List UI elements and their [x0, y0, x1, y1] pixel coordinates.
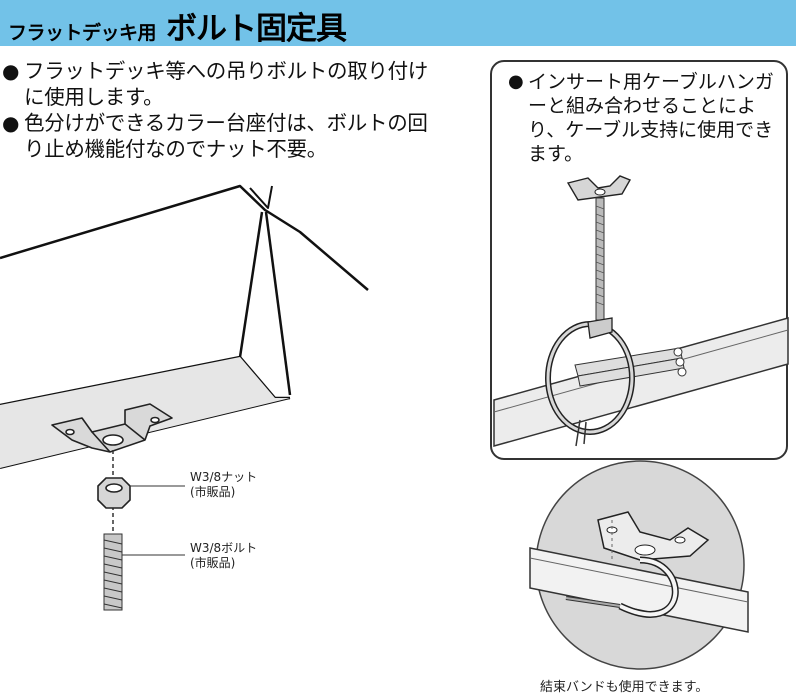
cable-hanger-illustration [493, 175, 789, 447]
product-subtitle: フラットデッキ用 [8, 22, 157, 44]
title-bar: フラットデッキ用 ボルト固定具 [0, 0, 796, 47]
nut-label-note: (市販品) [190, 485, 236, 499]
bolt-icon [103, 533, 123, 611]
callout-text-block: ● インサート用ケーブルハンガーと組み合わせることにより、ケーブル支持に使用でき… [508, 70, 783, 166]
bullet-dot-icon: ● [2, 111, 20, 135]
callout-text: インサート用ケーブルハンガーと組み合わせることにより、ケーブル支持に使用できます… [528, 71, 774, 165]
nut-label-name: W3/8ナット [190, 470, 258, 484]
bullet-dot-icon: ● [508, 71, 524, 92]
feature-item: ● フラットデッキ等への吊りボルトの取り付けに使用します。 [2, 58, 432, 110]
bullet-dot-icon: ● [2, 59, 20, 83]
bolt-bracket-icon [51, 403, 173, 453]
cable-tie-detail-illustration [529, 460, 749, 670]
feature-text: フラットデッキ等への吊りボルトの取り付けに使用します。 [24, 59, 428, 109]
feature-text: 色分けができるカラー台座付は、ボルトの回り止め機能付なのでナット不要。 [24, 111, 428, 161]
feature-list: ● フラットデッキ等への吊りボルトの取り付けに使用します。 ● 色分けができるカ… [2, 58, 432, 162]
bolt-label: W3/8ボルト (市販品) [190, 541, 257, 571]
detail-caption: 結束バンドも使用できます。 [540, 680, 709, 695]
bolt-label-note: (市販品) [190, 556, 236, 570]
product-title: ボルト固定具 [166, 11, 347, 47]
bolt-label-name: W3/8ボルト [190, 541, 258, 555]
nut-label: W3/8ナット (市販品) [190, 470, 257, 500]
feature-item: ● 色分けができるカラー台座付は、ボルトの回り止め機能付なのでナット不要。 [2, 110, 432, 162]
nut-icon [97, 477, 131, 509]
